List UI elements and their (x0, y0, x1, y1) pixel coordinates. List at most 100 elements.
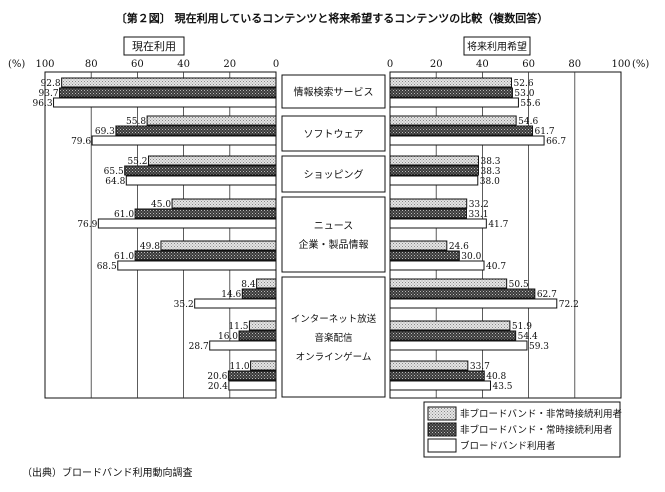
data-label-current: 45.0 (151, 200, 171, 210)
bar-current (134, 250, 277, 261)
data-label-current: 14.6 (221, 290, 241, 300)
category-box (281, 155, 386, 193)
left-panel-title-box (123, 36, 185, 56)
bar-current (61, 77, 277, 88)
legend-swatch (427, 422, 457, 437)
data-label-current: 28.7 (189, 342, 209, 352)
data-label-future: 55.6 (520, 99, 540, 109)
bar-current (209, 340, 277, 351)
right-tick-label: 60 (522, 59, 535, 70)
bar-current (227, 370, 277, 381)
category-label: オンラインゲーム (296, 351, 372, 363)
bar-future (389, 77, 513, 88)
category-box (281, 276, 386, 398)
data-label-current: 92.8 (41, 79, 61, 89)
bar-current (241, 288, 277, 299)
data-label-future: 41.7 (488, 220, 508, 230)
category-box (281, 115, 386, 152)
data-label-future: 54.6 (518, 117, 538, 127)
data-label-current: 93.7 (39, 89, 59, 99)
data-label-current: 55.8 (126, 117, 146, 127)
bar-future (389, 240, 448, 251)
data-label-current: 49.8 (140, 242, 160, 252)
bar-future (389, 208, 467, 219)
bar-future (389, 135, 545, 146)
bar-current (171, 198, 277, 209)
category-label: ニュース (314, 221, 354, 232)
bar-current (125, 175, 277, 186)
data-label-current: 61.0 (114, 252, 134, 262)
bar-future (389, 370, 485, 381)
data-label-future: 33.1 (468, 210, 488, 220)
data-label-future: 43.5 (492, 382, 512, 392)
bar-future (389, 165, 479, 176)
data-label-future: 50.5 (509, 280, 529, 290)
data-label-current: 69.3 (95, 127, 115, 137)
data-label-current: 65.5 (104, 167, 124, 177)
bar-future (389, 360, 469, 371)
left-tick-label: 0 (273, 59, 279, 70)
data-label-current: 16.0 (218, 332, 238, 342)
bar-future (389, 298, 558, 309)
data-label-future: 38.3 (480, 157, 500, 167)
bar-current (134, 208, 277, 219)
bar-current (91, 135, 277, 146)
bar-future (389, 278, 508, 289)
category-label: 企業・製品情報 (299, 238, 369, 251)
left-tick-label: 40 (177, 59, 190, 70)
bar-current (53, 97, 277, 108)
legend-box (423, 401, 621, 458)
data-label-future: 72.2 (559, 300, 579, 310)
source-note: （出典）ブロードバンド利用動向調査 (22, 466, 193, 479)
data-label-future: 40.7 (486, 262, 506, 272)
data-label-current: 96.3 (33, 99, 53, 109)
data-label-current: 8.4 (241, 280, 256, 290)
bar-future (389, 340, 528, 351)
legend-swatch (427, 406, 457, 421)
left-tick-label: 20 (223, 59, 236, 70)
legend-label: 非ブロードバンド・非常時接続利用者 (460, 408, 622, 420)
bar-current (250, 360, 277, 371)
bar-current (124, 165, 277, 176)
bar-current (146, 115, 277, 126)
data-label-future: 33.2 (469, 200, 489, 210)
bar-future (389, 218, 487, 229)
right-tick-label: 40 (476, 59, 489, 70)
data-label-current: 68.5 (97, 262, 117, 272)
data-label-future: 38.0 (480, 177, 500, 187)
bar-current (115, 125, 277, 136)
category-box (281, 196, 386, 273)
right-panel-title-box (463, 36, 531, 56)
data-label-future: 51.9 (512, 322, 532, 332)
bar-future (389, 198, 468, 209)
data-label-future: 40.8 (486, 372, 506, 382)
bar-current (117, 260, 277, 271)
right-tick-label: 20 (430, 59, 443, 70)
bar-future (389, 97, 519, 108)
left-tick-label: 100 (35, 59, 54, 70)
data-label-current: 55.2 (127, 157, 147, 167)
bar-current (256, 278, 277, 289)
bar-future (389, 115, 517, 126)
data-label-future: 66.7 (546, 137, 566, 147)
bar-current (194, 298, 277, 309)
data-label-current: 35.2 (174, 300, 194, 310)
bar-future (389, 330, 517, 341)
left-tick-label: 80 (85, 59, 98, 70)
left-tick-label: 60 (131, 59, 144, 70)
legend-label: 非ブロードバンド・常時接続利用者 (460, 424, 612, 436)
category-label: 音楽配信 (314, 332, 352, 344)
left-panel-title: 現在利用 (132, 40, 176, 53)
right-tick-label: 0 (387, 59, 393, 70)
data-label-current: 11.5 (228, 322, 248, 332)
bar-future (389, 260, 485, 271)
data-label-future: 62.7 (537, 290, 557, 300)
category-label: ショッピング (304, 168, 364, 181)
data-label-current: 20.4 (208, 382, 228, 392)
bar-future (389, 125, 534, 136)
data-label-future: 30.0 (461, 252, 481, 262)
data-label-future: 53.0 (514, 89, 534, 99)
right-tick-label: 100 (611, 59, 630, 70)
bar-current (238, 330, 277, 341)
